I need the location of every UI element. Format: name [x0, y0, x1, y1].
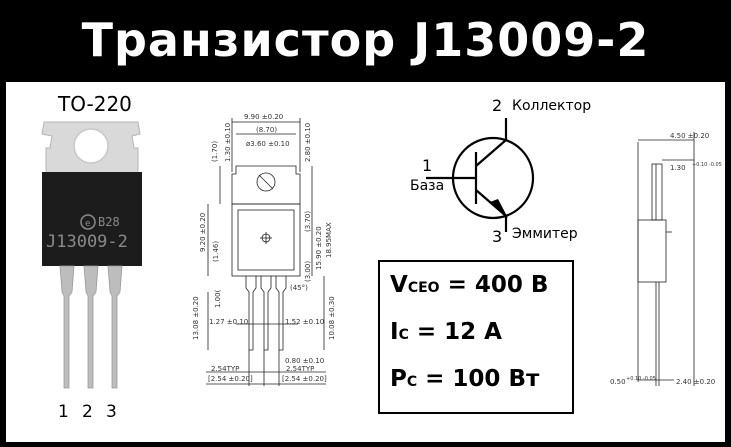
symbol-pin-base: 1	[422, 156, 433, 175]
spec-pc-value: = 100 Вт	[417, 366, 540, 392]
dim-lead-080: 0.80 ±0.10	[285, 357, 325, 365]
pin-number-3: 3	[106, 402, 117, 422]
front-drawing	[206, 118, 326, 386]
dim-h-1590: 15.90 ±0.20	[315, 226, 323, 270]
content-panel: TO-220 e	[6, 82, 725, 442]
dim-pitch-typ-2: 2.54TYP	[286, 365, 315, 373]
spec-ic-sub: C	[398, 327, 409, 343]
dim-pitch-2: [2.54 ±0.20]	[282, 375, 327, 383]
dim-top-170: (1.70)	[211, 140, 219, 162]
dim-width-inner: (8.70)	[256, 126, 278, 134]
dim-h-920: 9.20 ±0.20	[199, 212, 207, 252]
dim-h-370: (3.70)	[304, 210, 312, 232]
npn-transistor-symbol	[426, 118, 535, 232]
side-drawing	[637, 132, 695, 386]
pin-number-1: 1	[58, 402, 69, 422]
drawing-canvas: e	[41, 118, 695, 389]
spec-pc: PC = 100 Вт	[390, 366, 539, 392]
spec-ic-value: = 12 А	[408, 319, 502, 345]
dim-side-240: 2.40 ±0.20	[676, 378, 716, 386]
dim-h-1895: 18.95MAX	[325, 222, 333, 258]
dim-lead-152: 1.52 ±0.10	[285, 318, 325, 326]
spec-vceo-value: = 400 В	[439, 272, 549, 298]
dim-side-050-tol: +0.10 -0.05	[626, 376, 656, 382]
package-logo-text: B28	[98, 215, 120, 229]
dim-h-1308: 13.08 ±0.20	[192, 296, 200, 340]
symbol-label-base: База	[410, 178, 445, 194]
symbol-pin-collector: 2	[492, 96, 503, 115]
dim-side-050: 0.50	[610, 378, 626, 386]
emitter-arrow-icon	[490, 199, 508, 218]
dim-h-1008: 10.08 ±0.30	[328, 296, 336, 340]
package-leads	[59, 265, 123, 389]
spec-ic: IC = 12 А	[390, 319, 502, 345]
page-title: Транзистор J13009-2	[0, 0, 731, 80]
package-part-marking: J13009-2	[46, 232, 128, 252]
symbol-label-collector: Коллектор	[512, 98, 592, 114]
dim-h-100: 1.00(	[214, 289, 222, 308]
dim-side-450: 4.50 ±0.20	[670, 132, 710, 140]
dim-pitch-1: [2.54 ±0.20]	[208, 375, 253, 383]
pin-number-2: 2	[82, 402, 93, 422]
dim-tab-130: 1.30 ±0.10	[224, 122, 232, 162]
spec-pc-symbol: P	[390, 366, 407, 392]
spec-ic-symbol: I	[390, 319, 399, 345]
spec-vceo-sub: CEO	[407, 280, 440, 296]
spec-pc-sub: C	[406, 374, 418, 390]
spec-vceo: VCEO = 400 В	[390, 272, 548, 298]
specs-box: VCEO = 400 В IC = 12 А PC = 100 Вт	[378, 260, 574, 414]
symbol-label-emitter: Эммитер	[512, 226, 578, 242]
dim-side-130: 1.30	[670, 164, 686, 172]
symbol-pin-emitter: 3	[492, 227, 503, 246]
svg-text:e: e	[85, 219, 91, 229]
logo-icon	[80, 214, 96, 230]
spec-vceo-symbol: V	[390, 272, 408, 298]
dim-angle: (45°)	[290, 284, 308, 292]
package-name: TO-220	[58, 92, 132, 116]
dim-h-300: (3.00)	[304, 260, 312, 282]
package-body	[42, 172, 142, 266]
dim-lead-127: 1.27 ±0.10	[209, 318, 249, 326]
dim-pitch-typ-1: 2.54TYP	[211, 365, 240, 373]
dim-side-130-tol: +0.10 -0.05	[692, 162, 722, 168]
dim-width-total: 9.90 ±0.20	[244, 113, 284, 121]
dim-h-146: (1.46)	[212, 240, 220, 262]
dim-hole: ø3.60 ±0.10	[246, 140, 290, 148]
dim-tab-280: 2.80 ±0.10	[304, 122, 312, 162]
package-tab	[41, 121, 141, 175]
